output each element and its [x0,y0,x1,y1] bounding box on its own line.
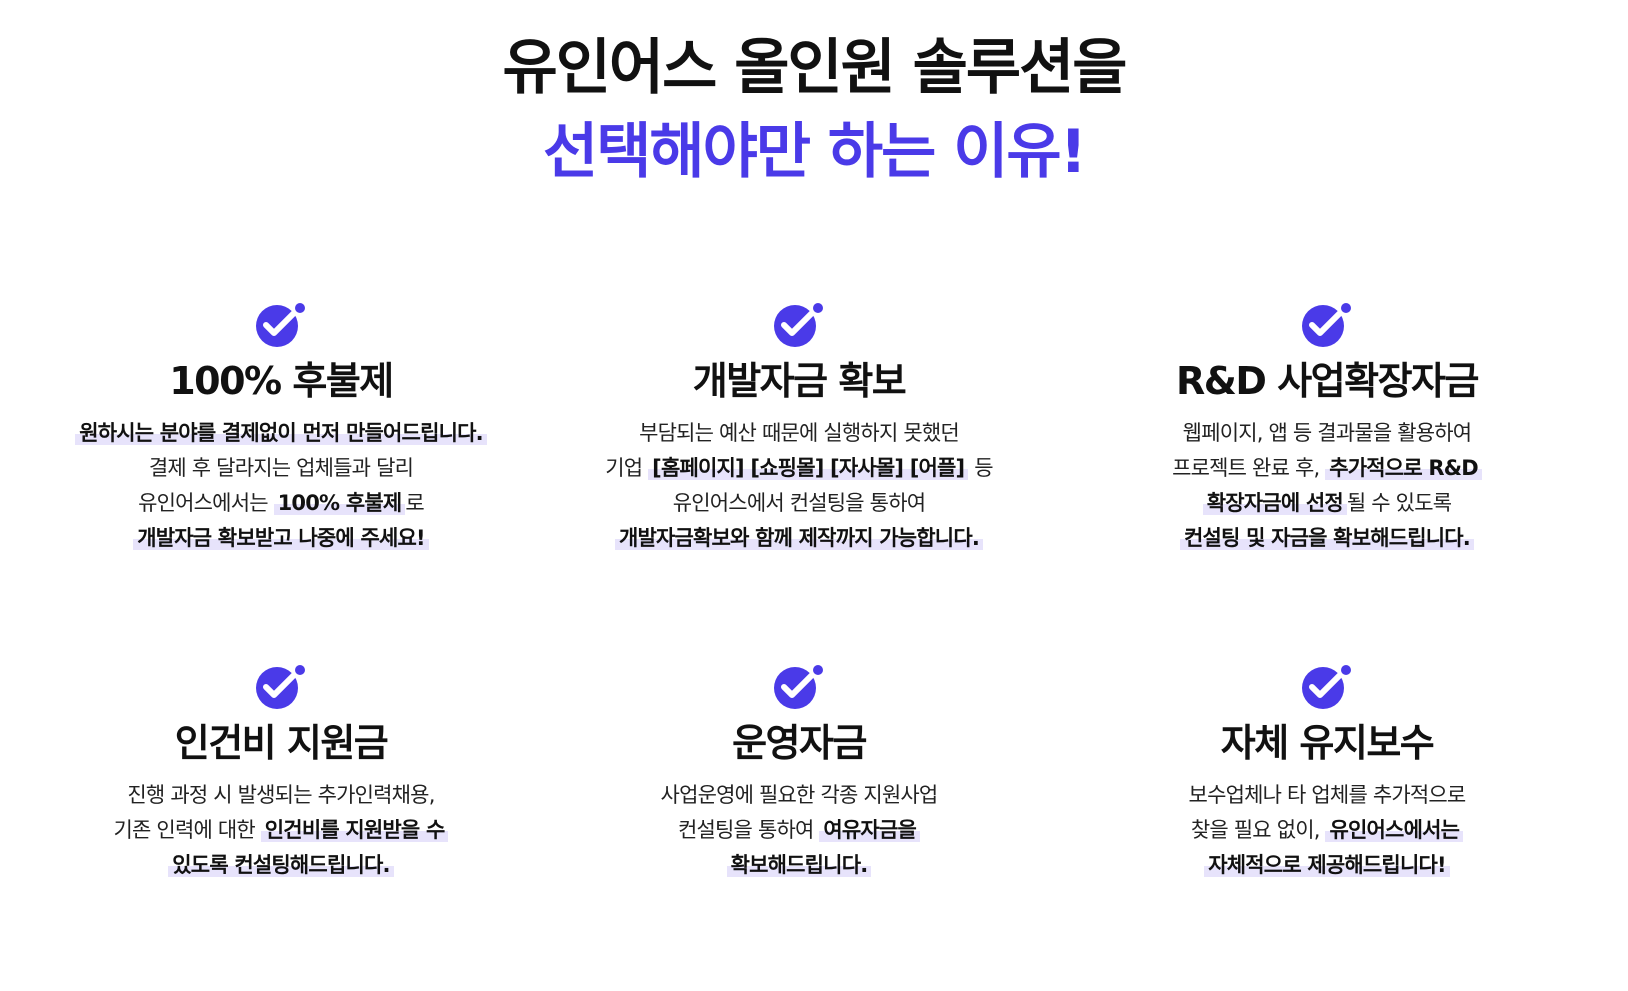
description-line: 부담되는 예산 때문에 실행하지 못했던 [539,416,1059,451]
check-circle-icon [256,665,305,709]
description-line: 자체적으로 제공해드립니다! [1067,848,1587,883]
feature-description: 진행 과정 시 발생되는 추가인력채용, 기존 인력에 대한 인건비를 지원받을 … [21,778,541,883]
description-text: 찾을 필요 없이, [1190,818,1326,842]
feature-title: 자체 유지보수 [1220,721,1435,765]
highlighted-text: 개발자금 확보받고 나중에 주세요! [133,526,429,550]
highlighted-text: 개발자금확보와 함께 제작까지 가능합니다. [614,526,984,550]
description-line: 결제 후 달라지는 업체들과 달리 [21,451,541,486]
highlighted-text: 여유자금을 [819,818,920,842]
description-text: 결제 후 달라지는 업체들과 달리 [148,456,414,480]
description-line: 진행 과정 시 발생되는 추가인력채용, [21,778,541,813]
feature-title: 인건비 지원금 [174,721,389,765]
description-line: 찾을 필요 없이, 유인어스에서는 [1067,813,1587,848]
description-text: 등 [968,456,993,480]
highlighted-text: 추가적으로 R&D [1325,456,1482,480]
description-line: 웹페이지, 앱 등 결과물을 활용하여 [1067,416,1587,451]
highlighted-text: 유인어스에서는 [1325,818,1464,842]
description-line: 컨설팅을 통하여 여유자금을 [539,813,1059,848]
description-line: 기존 인력에 대한 인건비를 지원받을 수 [21,813,541,848]
description-line: 개발자금확보와 함께 제작까지 가능합니다. [539,521,1059,556]
headline-line-2: 선택해야만 하는 이유! [543,117,1087,187]
description-line: 있도록 컨설팅해드립니다. [21,848,541,883]
highlighted-text: 있도록 컨설팅해드립니다. [168,853,394,877]
description-line: 프로젝트 완료 후, 추가적으로 R&D [1067,451,1587,486]
description-text: 프로젝트 완료 후, [1172,456,1326,480]
description-line: 보수업체나 타 업체를 추가적으로 [1067,778,1587,813]
description-text: 진행 과정 시 발생되는 추가인력채용, [127,783,435,807]
highlighted-text: 컨설팅 및 자금을 확보해드립니다. [1180,526,1474,550]
headline: 유인어스 올인원 솔루션을 선택해야만 하는 이유! [0,26,1628,194]
description-text: 사업운영에 필요한 각종 지원사업 [660,783,939,807]
description-text: 부담되는 예산 때문에 실행하지 못했던 [639,421,960,445]
feature-title: 개발자금 확보 [692,359,907,403]
feature-title: 운영자금 [732,721,867,765]
description-text: 컨설팅을 통하여 [678,818,820,842]
description-line: 컨설팅 및 자금을 확보해드립니다. [1067,521,1587,556]
description-line: 기업 [홈페이지] [쇼핑몰] [자사몰] [어플] 등 [539,451,1059,486]
feature-title: R&D 사업확장자금 [1176,359,1479,403]
feature-description: 원하시는 분야를 결제없이 먼저 만들어드립니다. 결제 후 달라지는 업체들과 … [21,416,541,556]
description-line: 확보해드립니다. [539,848,1059,883]
description-text: 기존 인력에 대한 [113,818,261,842]
check-circle-icon [1302,665,1351,709]
description-text: 유인어스에서는 [138,491,274,515]
highlighted-text: 원하시는 분야를 결제없이 먼저 만들어드립니다. [75,421,487,445]
highlighted-text: 확보해드립니다. [726,853,872,877]
description-text: 로 [405,491,424,515]
check-circle-icon [1302,303,1351,347]
description-text: 보수업체나 타 업체를 추가적으로 [1188,783,1467,807]
highlighted-text: 확장자금에 선정 [1202,491,1347,515]
check-circle-icon [256,303,305,347]
feature-card-labor-subsidy: 인건비 지원금 진행 과정 시 발생되는 추가인력채용, 기존 인력에 대한 인건… [21,664,541,883]
description-line: 사업운영에 필요한 각종 지원사업 [539,778,1059,813]
description-line: 유인어스에서 컨설팅을 통하여 [539,486,1059,521]
description-text: 웹페이지, 앱 등 결과물을 활용하여 [1182,421,1472,445]
description-text: 될 수 있도록 [1346,491,1452,515]
description-text: 기업 [605,456,649,480]
highlighted-text: [홈페이지] [쇼핑몰] [자사몰] [어플] [648,456,969,480]
highlighted-text: 인건비를 지원받을 수 [260,818,449,842]
headline-line-1: 유인어스 올인원 솔루션을 [502,33,1128,103]
highlighted-text: 자체적으로 제공해드립니다! [1204,853,1450,877]
description-line: 원하시는 분야를 결제없이 먼저 만들어드립니다. [21,416,541,451]
check-circle-icon [774,303,823,347]
highlighted-text: 100% 후불제 [273,491,406,515]
check-circle-icon [774,665,823,709]
feature-title: 100% 후불제 [169,359,394,403]
description-line: 개발자금 확보받고 나중에 주세요! [21,521,541,556]
feature-card-deferred-payment: 100% 후불제 원하시는 분야를 결제없이 먼저 만들어드립니다. 결제 후 달… [21,302,541,556]
description-text: 유인어스에서 컨설팅을 통하여 [672,491,926,515]
